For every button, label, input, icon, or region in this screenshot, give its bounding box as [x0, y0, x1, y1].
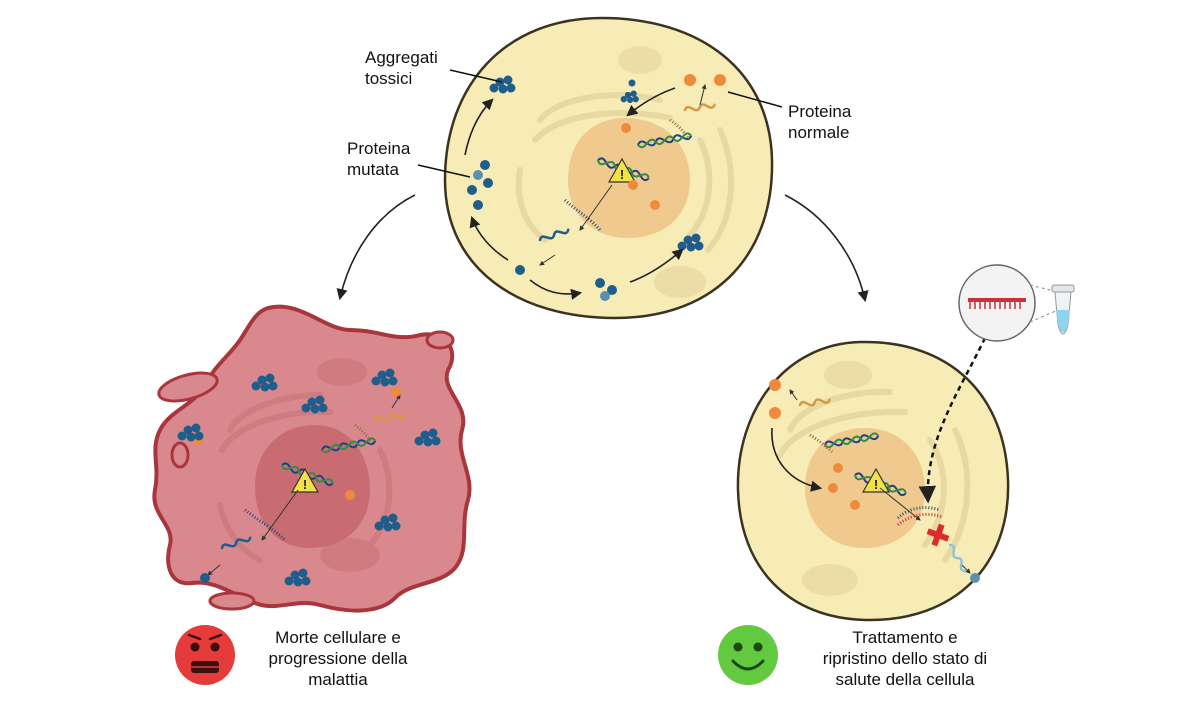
treated-cell: !: [736, 337, 1010, 622]
mitochondrion-icon: [824, 361, 872, 389]
top-cell: !: [443, 16, 774, 320]
block-x-icon: [926, 523, 950, 547]
oligonucleotide-icon: [968, 298, 1026, 309]
drug-inset: [958, 264, 1075, 342]
svg-text:!: !: [620, 167, 624, 182]
mitochondrion-icon: [802, 564, 858, 596]
warning-icon: !: [607, 157, 637, 183]
label-toxic-aggregates: Aggregati tossici: [365, 48, 438, 88]
happy-face-icon: [718, 625, 778, 685]
mitochondrion-icon: [320, 538, 380, 572]
dying-cell: !: [152, 304, 472, 613]
warning-icon: !: [290, 467, 320, 493]
svg-text:!: !: [874, 477, 878, 492]
treatment-delivery-arrow: [918, 337, 987, 504]
death-caption: Morte cellulare e progressione della mal…: [268, 628, 408, 689]
svg-text:!: !: [303, 477, 307, 492]
treatment-caption: Trattamento e ripristino dello stato di …: [822, 628, 988, 689]
test-tube-icon: [1051, 284, 1075, 335]
arrow-to-treated-cell: [784, 194, 869, 303]
mitochondrion-icon: [317, 358, 367, 386]
arrow-to-dying-cell: [336, 194, 416, 301]
label-normal-protein: Proteina normale: [788, 102, 852, 142]
mitochondrion-icon: [618, 46, 662, 74]
sad-face-icon: [175, 625, 235, 685]
warning-icon: !: [861, 467, 891, 493]
mitochondrion-icon: [654, 266, 706, 298]
label-mutated-protein: Proteina mutata: [347, 139, 411, 179]
